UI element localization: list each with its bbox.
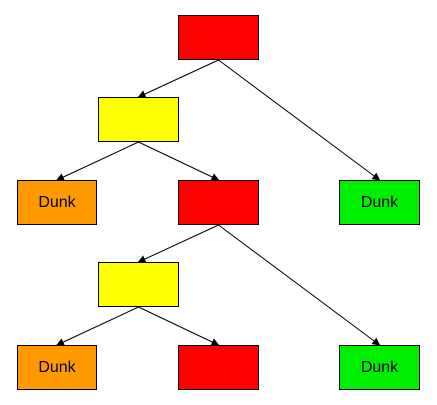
edge-yellow-1-to-dunk-orange-1 [56, 141, 139, 181]
node-root [178, 15, 259, 60]
node-dunk-green-1: Dunk [339, 180, 420, 225]
node-yellow-2 [98, 262, 179, 307]
node-dunk-orange-1: Dunk [17, 180, 97, 225]
node-red-3 [178, 345, 259, 390]
edge-red-2-to-dunk-green-2 [218, 224, 381, 346]
node-dunk-green-2: Dunk [339, 345, 420, 390]
node-dunk-green-1-label: Dunk [360, 193, 399, 211]
node-red-2 [178, 180, 259, 225]
node-dunk-orange-2-label: Dunk [38, 358, 76, 376]
node-dunk-orange-2: Dunk [17, 345, 97, 390]
edge-yellow-1-to-red-2 [138, 141, 220, 181]
edge-root-to-yellow-1 [137, 59, 219, 98]
edge-yellow-2-to-red-3 [138, 306, 220, 346]
edge-root-to-dunk-green-1 [218, 59, 381, 181]
edge-yellow-2-to-dunk-orange-2 [56, 306, 139, 346]
node-dunk-green-2-label: Dunk [360, 358, 399, 376]
node-dunk-orange-1-label: Dunk [38, 193, 76, 211]
edge-red-2-to-yellow-2 [137, 224, 219, 263]
node-yellow-1 [98, 97, 179, 142]
